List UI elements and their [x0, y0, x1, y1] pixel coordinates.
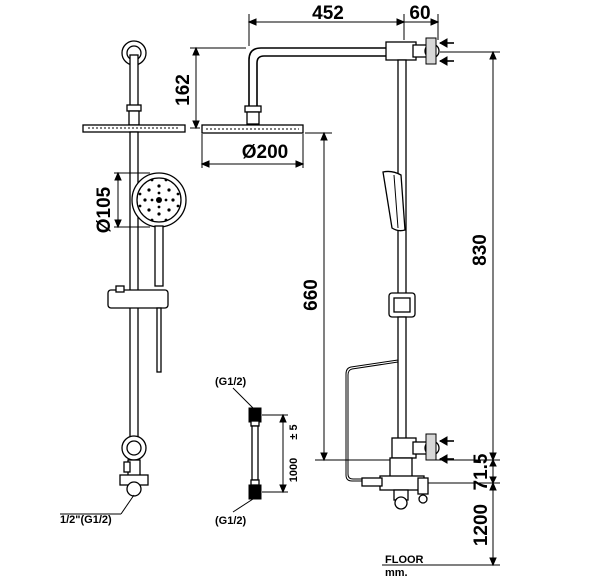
floor-label: FLOOR: [385, 554, 424, 566]
dim-label-71-5: 71.5: [471, 453, 492, 490]
inlet-label: 1/2"(G1/2): [60, 514, 112, 526]
dim-label-1200: 1200: [471, 504, 492, 546]
dim-label-200: Ø200: [242, 142, 288, 163]
side-top-joint: [385, 41, 417, 61]
hose-bottom-nut: [248, 484, 262, 500]
front-slide-rail: [129, 131, 139, 441]
dim-label-tolerance: ± 5: [288, 424, 300, 439]
bottom-fixing-arrows: [438, 436, 454, 464]
side-shower-arm: [248, 47, 400, 108]
top-fixing-arrows: [438, 38, 454, 66]
rain-arm-detail: 162 Ø200 452 60: [173, 3, 440, 168]
front-hose: [156, 307, 162, 373]
hose-top-nut: [248, 407, 262, 423]
side-diverter-knob: [394, 496, 408, 510]
dim-label-162: 162: [173, 74, 194, 106]
front-slider: [107, 289, 169, 309]
side-hose: [345, 359, 399, 482]
front-arm: [129, 54, 139, 108]
side-view: 830 71.5 1200 FLOOR mm.: [345, 37, 500, 579]
side-rain-head: [201, 124, 304, 134]
dim-label-452: 452: [312, 3, 344, 24]
front-view: Ø105 1/2"(G1/2): [60, 40, 187, 526]
dim-label-60: 60: [409, 3, 430, 24]
hose-bottom-thread-label: (G1/2): [215, 515, 247, 527]
hose-detail: (G1/2) (G1/2) 1000 ± 5: [215, 376, 300, 527]
dim-label-105: Ø105: [94, 186, 115, 233]
hose-top-thread-label: (G1/2): [215, 376, 247, 388]
front-hand-shower-handle: [154, 225, 164, 287]
dim-label-1000: 1000: [288, 458, 300, 482]
rail-height-dimension: 660: [301, 131, 390, 462]
hand-shower-nozzles: [138, 178, 180, 222]
unit-label: mm.: [385, 567, 408, 579]
side-hand-shower: [382, 170, 406, 232]
side-diverter-body: [389, 457, 413, 479]
dim-label-660: 660: [301, 279, 322, 311]
dim-label-830: 830: [470, 234, 491, 266]
hose-body: [251, 425, 259, 481]
